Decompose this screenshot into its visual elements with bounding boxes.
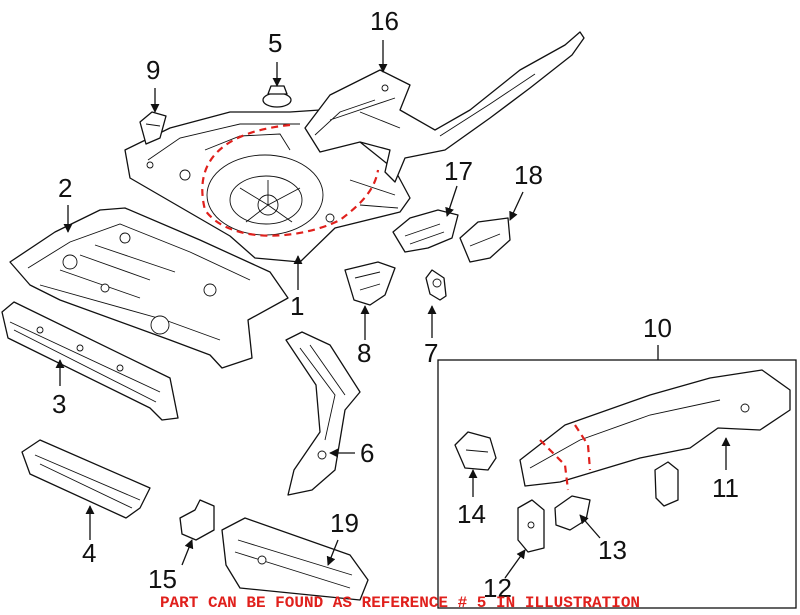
part-16-side-member[interactable]	[304, 31, 585, 183]
part-4-rail[interactable]	[21, 439, 151, 519]
part-18-bracket[interactable]	[459, 217, 511, 263]
callout-13: 13	[598, 535, 627, 565]
callout-11: 11	[712, 473, 739, 503]
callout-6: 6	[360, 438, 374, 468]
callout-3: 3	[52, 389, 66, 419]
part-5-location-outline	[201, 123, 380, 237]
part-8-bracket[interactable]	[344, 261, 396, 306]
part-11-cut-line	[539, 424, 592, 491]
footer-note: PART CAN BE FOUND AS REFERENCE # 5 IN IL…	[160, 594, 640, 612]
part-7-bracket[interactable]	[425, 269, 447, 301]
part-15-bracket[interactable]	[179, 499, 215, 541]
callout-18: 18	[514, 160, 543, 190]
callout-2: 2	[58, 173, 72, 203]
part-5-plug[interactable]	[262, 85, 292, 108]
part-1-rear-floor-pan[interactable]	[124, 109, 411, 263]
callout-10: 10	[643, 313, 672, 343]
callout-4: 4	[82, 538, 96, 568]
part-3-cross-member[interactable]	[1, 301, 179, 421]
part-detail-small-bracket	[654, 461, 679, 507]
callout-5: 5	[268, 28, 282, 58]
callout-8: 8	[357, 338, 371, 368]
part-9-bracket[interactable]	[139, 111, 167, 145]
part-13-bracket[interactable]	[554, 495, 591, 531]
part-17-bracket[interactable]	[392, 209, 459, 253]
callout-1: 1	[290, 291, 304, 321]
part-14-bracket[interactable]	[454, 431, 497, 471]
callout-9: 9	[146, 55, 160, 85]
callout-12: 12	[483, 573, 512, 603]
part-12-bracket[interactable]	[517, 499, 545, 553]
part-19-panel[interactable]	[221, 517, 369, 601]
callout-19: 19	[330, 508, 359, 538]
part-11-side-member-detail[interactable]	[519, 369, 791, 487]
part-2-floor-panel[interactable]	[9, 207, 289, 369]
callout-15: 15	[148, 564, 177, 594]
callout-14: 14	[457, 499, 486, 529]
callout-17: 17	[444, 156, 473, 186]
part-6-wheelhouse[interactable]	[285, 331, 361, 496]
callout-16: 16	[370, 6, 399, 36]
callout-7: 7	[424, 338, 438, 368]
detail-box	[437, 359, 797, 609]
